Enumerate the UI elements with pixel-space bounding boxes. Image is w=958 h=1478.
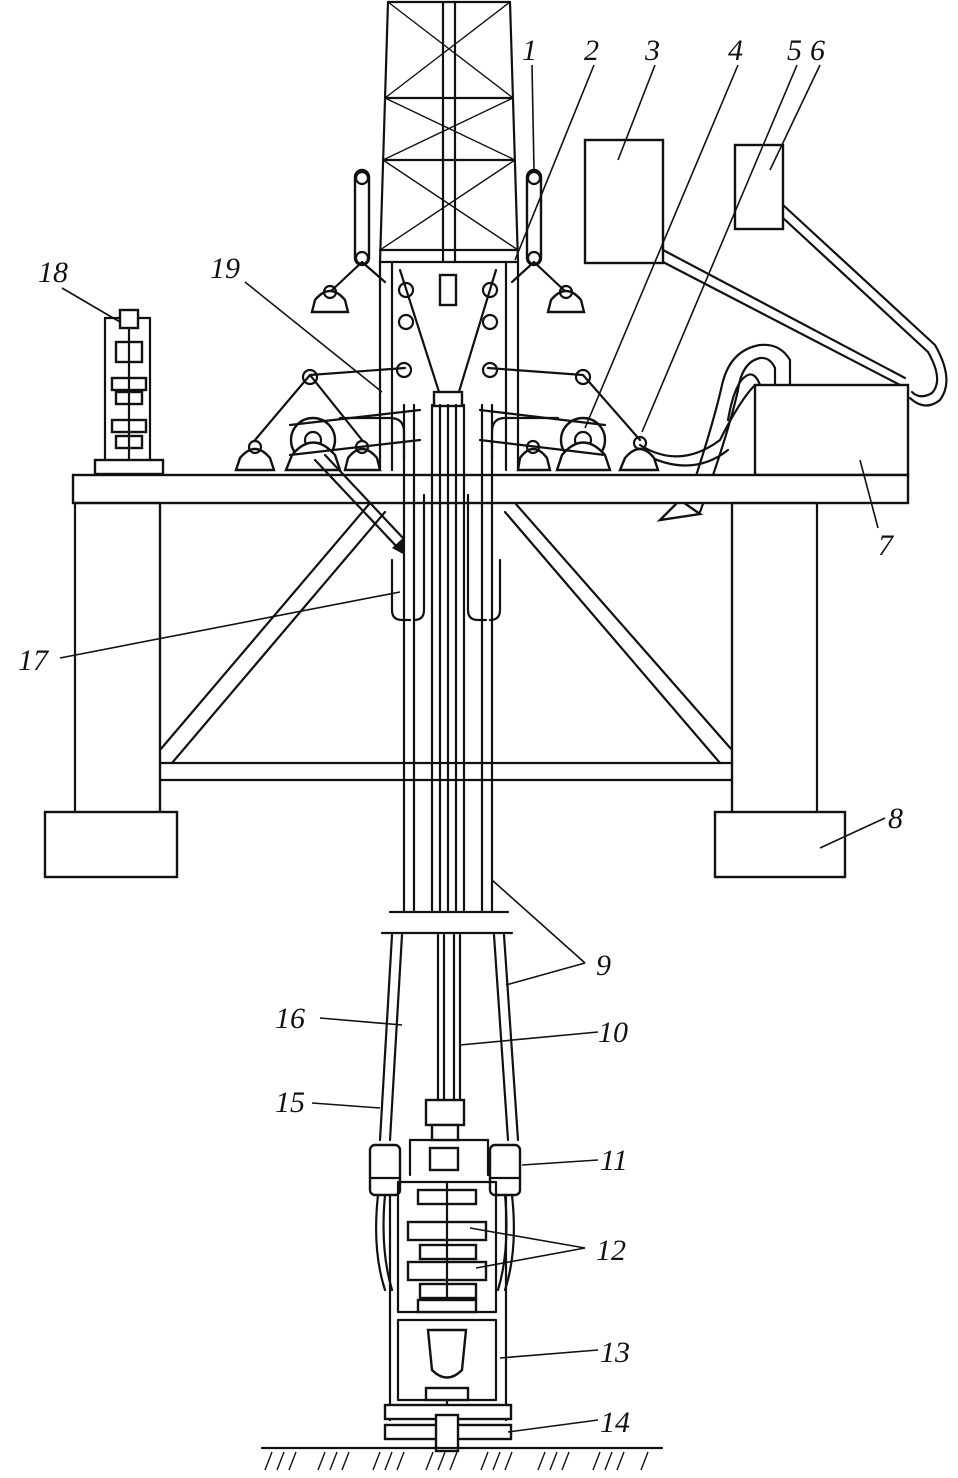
part-labels: 1 2 3 4 5 6 7 8 9 10 11 12 13 14 15 16 1… [18,34,903,1439]
label-16: 16 [275,1002,305,1035]
label-4: 4 [728,34,743,67]
control-box-3 [583,138,665,265]
label-1: 1 [522,34,537,67]
label-14: 14 [600,1406,630,1439]
label-8: 8 [888,802,903,835]
label-5: 5 [787,34,802,67]
label-13: 13 [600,1336,630,1369]
central-string-upper [313,403,560,935]
label-9: 9 [596,949,611,982]
label-19: 19 [210,252,240,285]
hoist-arm-left [310,168,387,314]
label-11: 11 [600,1144,628,1177]
cables-to-unit-7 [661,203,948,407]
label-7: 7 [878,529,895,562]
label-18: 18 [38,256,68,289]
seabed [260,1446,664,1471]
deck-winches [234,361,660,472]
downhole-assembly [368,933,522,1453]
derrick [378,0,520,264]
label-15: 15 [275,1086,305,1119]
pontoon-right-8 [713,810,847,879]
label-12: 12 [596,1234,626,1267]
power-unit-7 [753,383,910,477]
label-10: 10 [598,1016,628,1049]
label-3: 3 [644,34,660,67]
hose-reel [638,343,792,522]
main-deck [71,473,910,815]
device-18 [93,308,165,476]
crown-sheaves [378,260,520,472]
leader-lines [59,64,886,1433]
label-6: 6 [810,34,825,67]
label-2: 2 [584,34,599,67]
pontoon-left [43,810,179,879]
label-17: 17 [18,644,50,677]
